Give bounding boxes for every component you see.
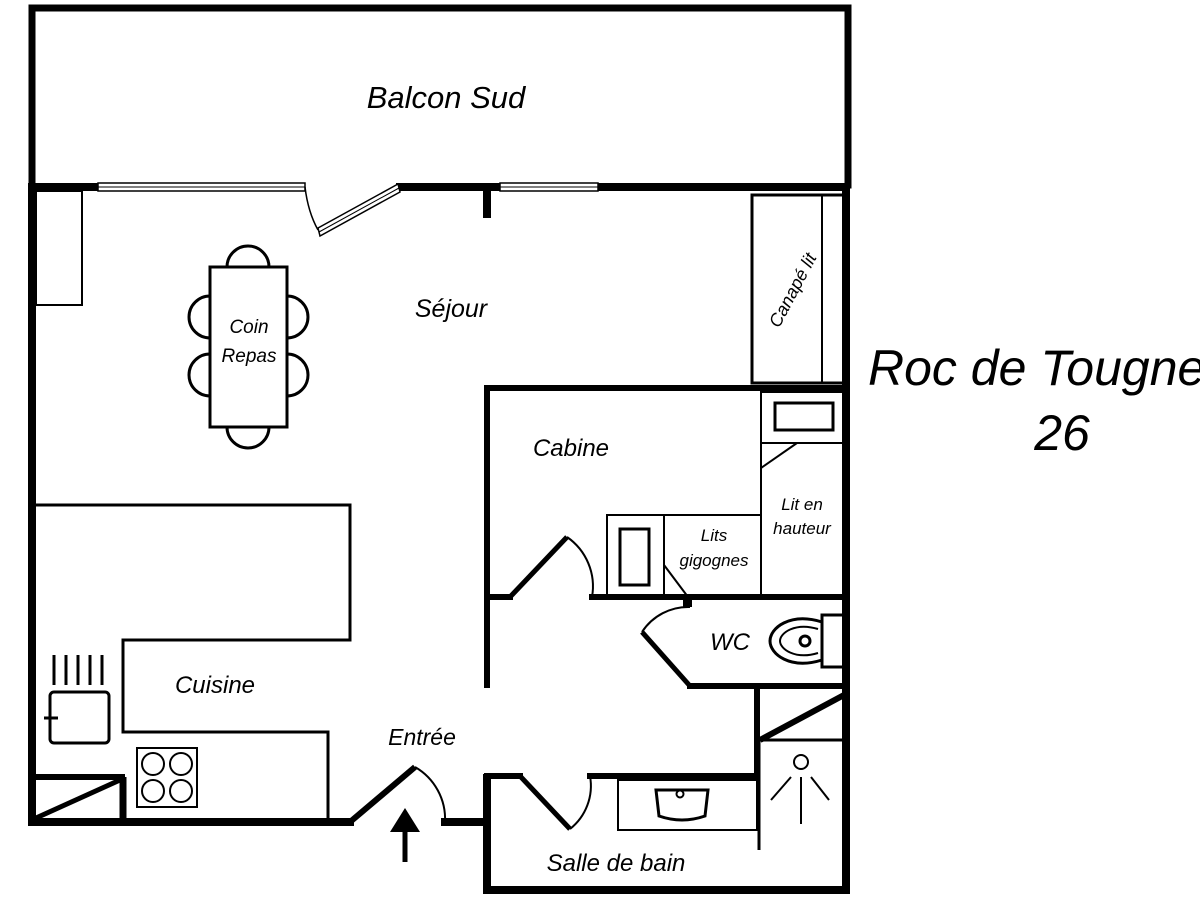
label-loft-2: hauteur xyxy=(773,519,832,538)
balcony-door xyxy=(304,182,401,238)
label-trundle-2: gigognes xyxy=(679,551,749,570)
kitchen-counter xyxy=(36,503,352,822)
label-trundle-1: Lits xyxy=(701,526,728,545)
title-line-2: 26 xyxy=(1033,405,1090,461)
toilet-icon xyxy=(768,613,846,669)
cooktop-icon xyxy=(136,747,198,808)
window-right xyxy=(499,182,599,192)
loft-bed xyxy=(760,391,845,598)
dining-table xyxy=(187,244,310,450)
corner-cupboard xyxy=(34,774,127,822)
entry-arrow-icon xyxy=(390,808,420,862)
label-entrance: Entrée xyxy=(388,724,456,750)
title-line-1: Roc de Tougne xyxy=(868,340,1200,396)
bathroom-walls xyxy=(484,683,760,831)
sink-icon xyxy=(654,788,710,822)
label-sofa-bed: Canapé lit xyxy=(765,249,821,331)
cupboard xyxy=(35,190,83,306)
shower-icon xyxy=(770,754,830,824)
label-dining-1: Coin xyxy=(229,317,268,338)
label-loft-1: Lit en xyxy=(781,495,823,514)
label-bathroom: Salle de bain xyxy=(547,850,686,877)
wc-walls xyxy=(640,605,849,689)
bathroom-cupboard xyxy=(758,692,846,743)
window-left xyxy=(97,182,306,192)
label-wc: WC xyxy=(710,629,751,656)
cabin-door xyxy=(508,535,594,599)
entrance-door xyxy=(348,764,447,825)
sofa-bed xyxy=(750,193,846,385)
sink-counter xyxy=(617,779,758,831)
outer-walls xyxy=(28,183,850,894)
label-cabin: Cabine xyxy=(533,435,609,462)
label-balcony: Balcon Sud xyxy=(367,80,527,115)
trundle-beds xyxy=(606,514,762,598)
label-living: Séjour xyxy=(415,295,489,323)
balcony xyxy=(28,4,852,189)
label-kitchen: Cuisine xyxy=(175,672,255,699)
label-dining-2: Repas xyxy=(222,346,277,367)
radiator-icon xyxy=(44,655,111,745)
